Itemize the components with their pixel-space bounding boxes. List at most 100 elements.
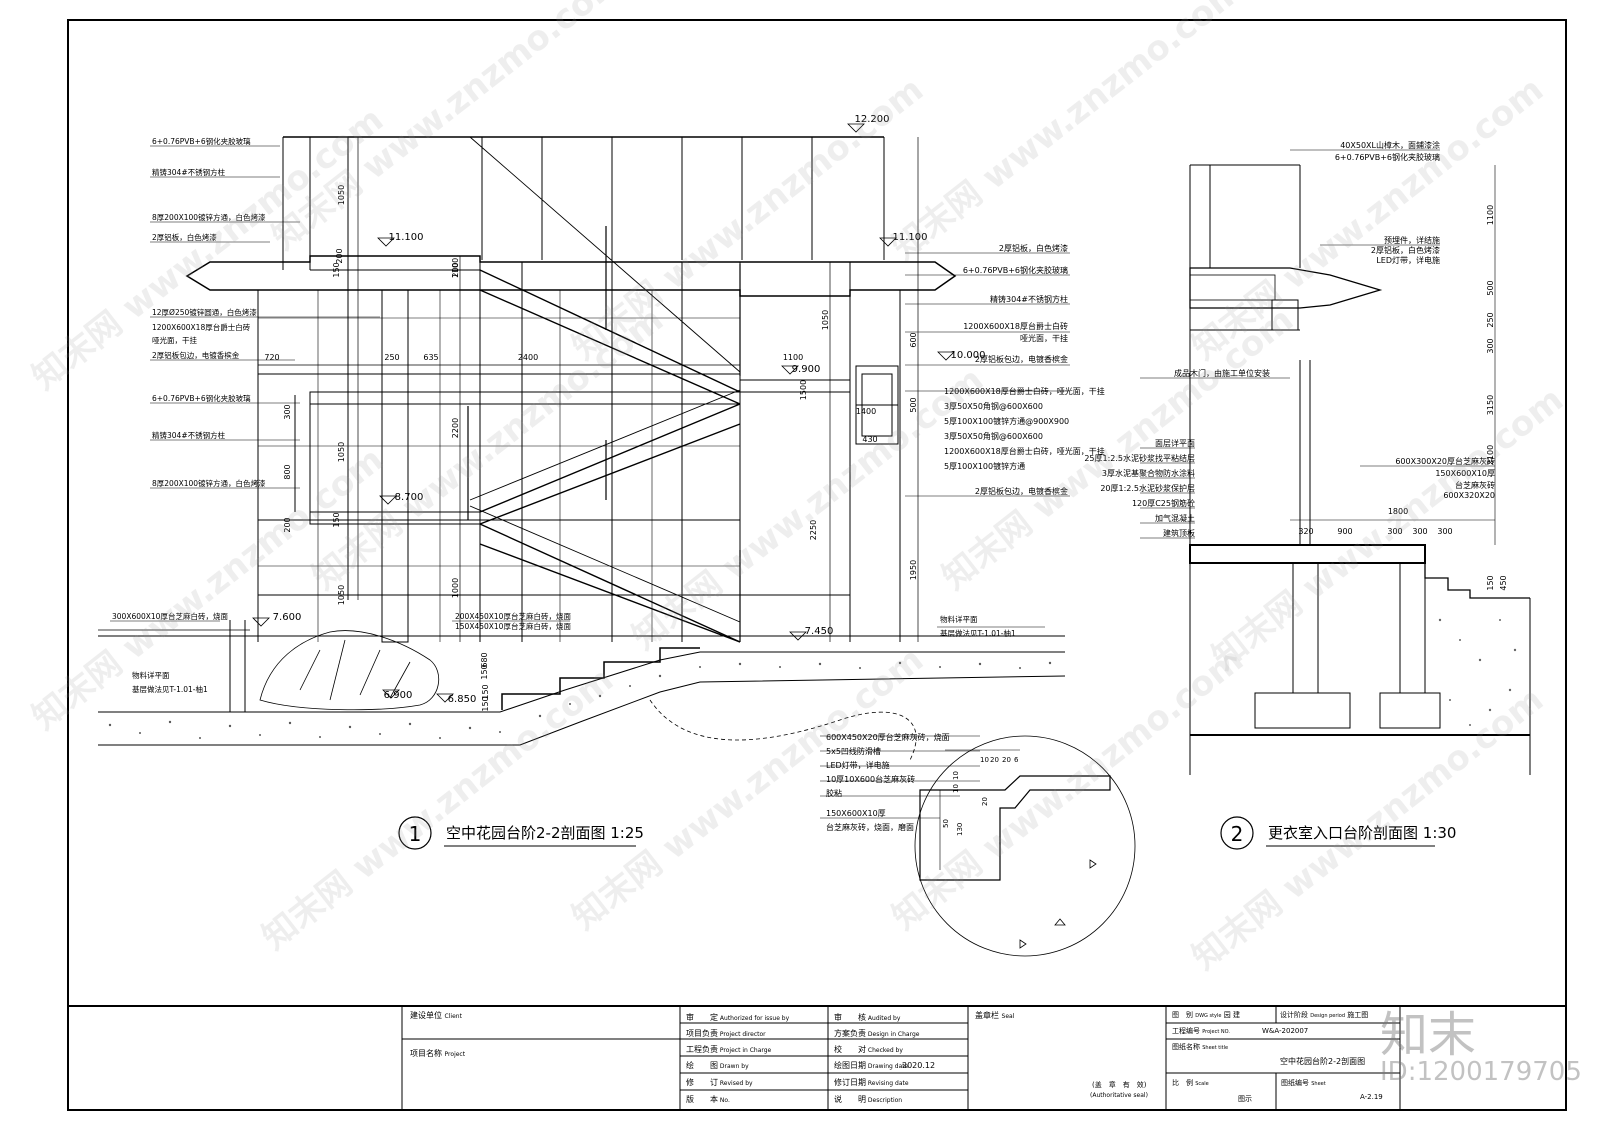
main-dimension: 200 [335,248,344,263]
section-2-dimension: 1800 [1388,507,1408,516]
right-callout: 1200X600X18厚台爵士白砖 [963,321,1068,331]
right-callout: 2厚铝板，白色烤漆 [999,243,1068,253]
main-dimension: 600 [909,332,918,347]
main-dimension: 200 [283,517,292,532]
section-2-dimension: 450 [1499,575,1508,590]
section-1-title-text: 空中花园台阶2-2剖面图 1:25 [446,824,644,842]
elevation-mark: 11.100 [893,232,928,243]
main-dimension: 150 [481,696,490,711]
detail-callout: 150X600X10厚 [826,809,886,818]
main-dimension: 150 [332,512,341,527]
section-2-callout: LED灯带，详电施 [1376,255,1440,265]
title-block-field: 绘图日期 Drawing date [834,1061,909,1070]
right-callout: 1200X600X18厚台爵士白砖，哑光面，干挂 [944,386,1105,396]
title-block-field: 审 核 Audited by [834,1013,901,1022]
detail-callout: 台芝麻灰砖，烧面，磨面 [826,822,914,832]
main-dimension: 1400 [856,407,876,416]
main-dimension: 200 [451,262,460,277]
scale-label: 比 例 Scale [1172,1079,1209,1087]
section-2-dimension: 2100 [1486,445,1495,465]
title-block-field: 方案负责 Design in Charge [834,1029,920,1038]
project-label: 项目名称 Project [410,1049,466,1058]
section-2-callout: 20厚1:2.5水泥砂浆保护层 [1100,483,1195,493]
main-dimension: 150 [480,664,489,679]
right-callout: 2厚铝板包边，电镀香槟金 [975,486,1068,496]
section-2-number: 2 [1231,822,1244,846]
left-callout: 6+0.76PVB+6钢化夹胶玻璃 [152,393,251,403]
section-2-callout: 40X50XL山樟木，面鋪漆涂 [1340,140,1440,150]
main-dimension: 720 [264,353,279,362]
left-callout: 12厚Ø250镀锌圆通，白色烤漆 [152,307,257,317]
right-callout: 2厚铝板包边，电镀香槟金 [975,354,1068,364]
main-dimension: 2400 [518,353,538,362]
section-1-title: 1 空中花园台阶2-2剖面图 1:25 [398,816,644,850]
sheet-title-label: 图纸名称 Sheet title [1172,1043,1229,1051]
detail-dimension: 6 [1014,756,1019,764]
left-callout: 8厚200X100镀锌方通，白色烤漆 [152,478,266,488]
section-2-dimension: 250 [1486,312,1495,327]
detail-callout: 胶粘 [826,788,842,798]
main-dimension: 1050 [337,585,346,605]
elevation-mark: 9.900 [792,364,821,375]
detail-callout: LED灯带，详电施 [826,760,890,770]
section-2-dimension: 300 [1437,527,1452,536]
left-callout: 2厚铝板包边，电镀香槟金 [152,350,240,360]
left-callout: 精铸304#不锈钢方柱 [152,430,226,440]
detail-callout: 5x5凹线防滑槽 [826,746,881,756]
section-2-dimension: 500 [1486,280,1495,295]
section-2-dimension: 3150 [1486,395,1495,415]
elevation-mark: 6.900 [384,690,413,701]
title-block-field: 项目负责 Project director [686,1029,766,1038]
main-dimension: 150 [481,684,490,699]
section-2-callout: 成品木门，由施工单位安装 [1174,368,1270,378]
left-callout: 8厚200X100镀锌方通，白色烤漆 [152,212,266,222]
left-callout: 6+0.76PVB+6钢化夹胶玻璃 [152,136,251,146]
title-block-field: 修订日期 Revising date [834,1078,909,1087]
sheet-no-label: 图纸编号 Sheet [1281,1079,1326,1087]
main-dimension: 1050 [337,442,346,462]
design-period-label: 设计阶段 Design period 施工图 [1280,1011,1369,1019]
ground-callout: 300X600X10厚台芝麻白砖，烧面 [112,611,228,621]
right-callout: 5厚100X100镀锌方通@900X900 [944,416,1069,426]
section-2-drawing [1140,149,1531,775]
detail-dimension: 20 [990,756,999,764]
section-2-callout: 台芝麻灰砖 [1455,480,1495,490]
main-dimension: 1050 [821,310,830,330]
right-callout: 1200X600X18厚台爵士白砖，哑光面，干挂 [944,446,1105,456]
elevation-mark: 12.200 [855,114,890,125]
main-dimension: 150 [332,262,341,277]
section-2-callout: 600X320X20 [1443,491,1495,500]
title-block-field: 说 明 Description [834,1095,903,1104]
outer-border [67,19,1567,1111]
left-callout: 2厚铝板，白色烤漆 [152,232,217,242]
right-callout: 3厚50X50角钢@600X600 [944,401,1043,411]
section-2-callout: 3厚水泥基聚合物防水涂料 [1102,468,1195,478]
seal-valid-en: (Authoritative seal) [1090,1092,1148,1099]
main-dimension: 2250 [809,520,818,540]
project-no-label: 工程编号 Project NO. [1172,1027,1230,1035]
section-2-callout: 120厚C25钢筋砼 [1132,498,1195,508]
section-2-dimension: 900 [1337,527,1352,536]
ground-callout: 150X450X10厚台芝麻白砖，烧面 [455,621,571,631]
title-block-field: 校 对 Checked by [834,1045,903,1054]
main-dimension: 500 [909,397,918,412]
section-2-dimension: 300 [1412,527,1427,536]
seal-label: 盖章栏 Seal [975,1011,1015,1020]
section-2-title: 2 更衣室入口台阶剖面图 1:30 [1220,816,1456,850]
detail-dimension: 130 [956,823,964,836]
ground-callout: 物料详平面 [940,614,978,624]
detail-callout: 10厚10X600台芝麻灰砖 [826,774,915,784]
section-2-dimension: 1100 [1486,205,1495,225]
main-dimension: 1050 [337,185,346,205]
main-dimension: 1000 [451,578,460,598]
section-2-callout: 加气混凝土 [1155,513,1195,523]
main-dimension: 2200 [451,418,460,438]
section-2-callout: 预埋件，详结施 [1384,235,1440,245]
ground-callout: 物料详平面 [132,670,170,680]
title-block-field: 审 定 Authorized for issue by [686,1013,790,1022]
section-2-callout: 600X300X20厚台芝麻灰砖 [1395,456,1495,466]
detail-dimension: 20 [981,797,989,806]
main-dimension: 680 [480,652,489,667]
